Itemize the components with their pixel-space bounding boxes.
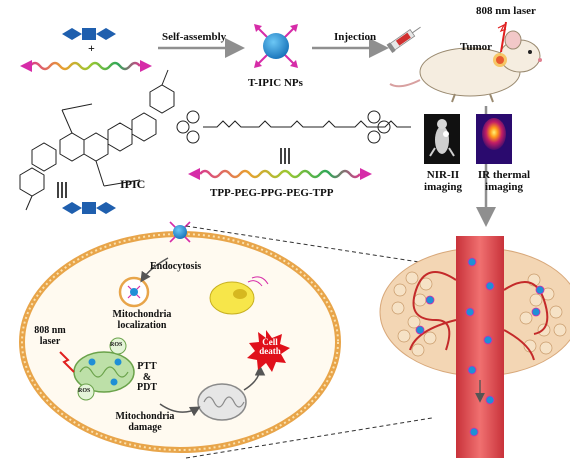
syringe-icon [386, 26, 421, 53]
nir-imaging-line2: imaging [424, 180, 462, 193]
ptt-line: PTT [137, 361, 157, 372]
nps-label: T-IPIC NPs [248, 77, 303, 89]
blood-vessel [456, 236, 504, 458]
plus-sign: + [88, 41, 95, 55]
ipic-label: IPIC [120, 177, 146, 191]
ir-imaging-line2: imaging [485, 180, 523, 193]
ipic-block-icon-small [62, 202, 116, 214]
polymer-chain-icon-middle [188, 168, 372, 180]
equivalence-mark-left [57, 182, 67, 198]
cell-laser-bolt-icon [59, 351, 75, 373]
ipic-structure [19, 69, 175, 211]
damaged-mitochondrion-icon [197, 383, 247, 421]
tumor-label: Tumor [460, 41, 492, 53]
mito-localization-label: Mitochondria localization [104, 309, 180, 331]
laser-beam [500, 21, 507, 53]
ampersand-line: & [142, 371, 152, 383]
cell-laser-line2: laser [39, 335, 61, 347]
cell-death-label: Cell death [254, 337, 286, 357]
ptt-pdt-label: PTT & PDT [132, 361, 162, 394]
mito-damage-label: Mitochondria damage [108, 411, 182, 433]
ros-label-top: ROS [110, 342, 123, 348]
self-assembly-label: Self-assembly [162, 31, 227, 43]
mito-localization-line1: Mitochondria [112, 309, 172, 320]
endosome-icon [118, 276, 150, 308]
entering-nanoparticle-icon [169, 221, 191, 243]
cell-death-star-icon [247, 330, 290, 372]
pdt-line: PDT [137, 382, 157, 393]
thermal-hotspot [482, 118, 506, 150]
mito-damage-line2: damage [128, 421, 162, 433]
cell-death-line2: death [259, 346, 281, 357]
death-arrow [243, 365, 266, 391]
polymer-chain-icon [20, 60, 152, 72]
cell-laser-label: 808 nm laser [30, 325, 70, 347]
damage-arrow [159, 403, 201, 417]
capillaries [409, 271, 549, 361]
ipic-block-icon [62, 28, 116, 40]
ros-bubbles [77, 337, 127, 401]
polymer-label: TPP-PEG-PPG-PEG-TPP [210, 187, 334, 199]
nir-mouse-silhouette [429, 119, 455, 157]
cell-death-line1: Cell [262, 337, 278, 347]
nanoparticle-icon [254, 24, 298, 68]
nucleus-icon [209, 276, 269, 315]
mito-damage-line1: Mitochondria [115, 411, 175, 422]
nir-imaging-label: NIR-II imaging [418, 169, 468, 193]
ir-imaging-line1: IR thermal [477, 169, 531, 181]
tpp-peg-structure [176, 110, 411, 144]
tumor-cells [391, 271, 567, 357]
ir-imaging-label: IR thermal imaging [472, 169, 536, 193]
vessel-nanoparticles [415, 257, 545, 437]
cell-laser-line1: 808 nm [34, 325, 66, 336]
endocytosis-label: Endocytosis [150, 261, 202, 272]
nir-imaging-line1: NIR-II [426, 169, 460, 181]
laser-label: 808 nm laser [476, 5, 536, 17]
mouse-icon [389, 30, 542, 103]
mito-localization-line2: localization [117, 319, 167, 331]
injection-label: Injection [334, 31, 377, 43]
ros-label-bottom: ROS [78, 388, 91, 394]
laser-icon [497, 23, 507, 33]
endocytosis-arrow [140, 257, 169, 283]
equivalence-mark-middle [280, 148, 290, 164]
